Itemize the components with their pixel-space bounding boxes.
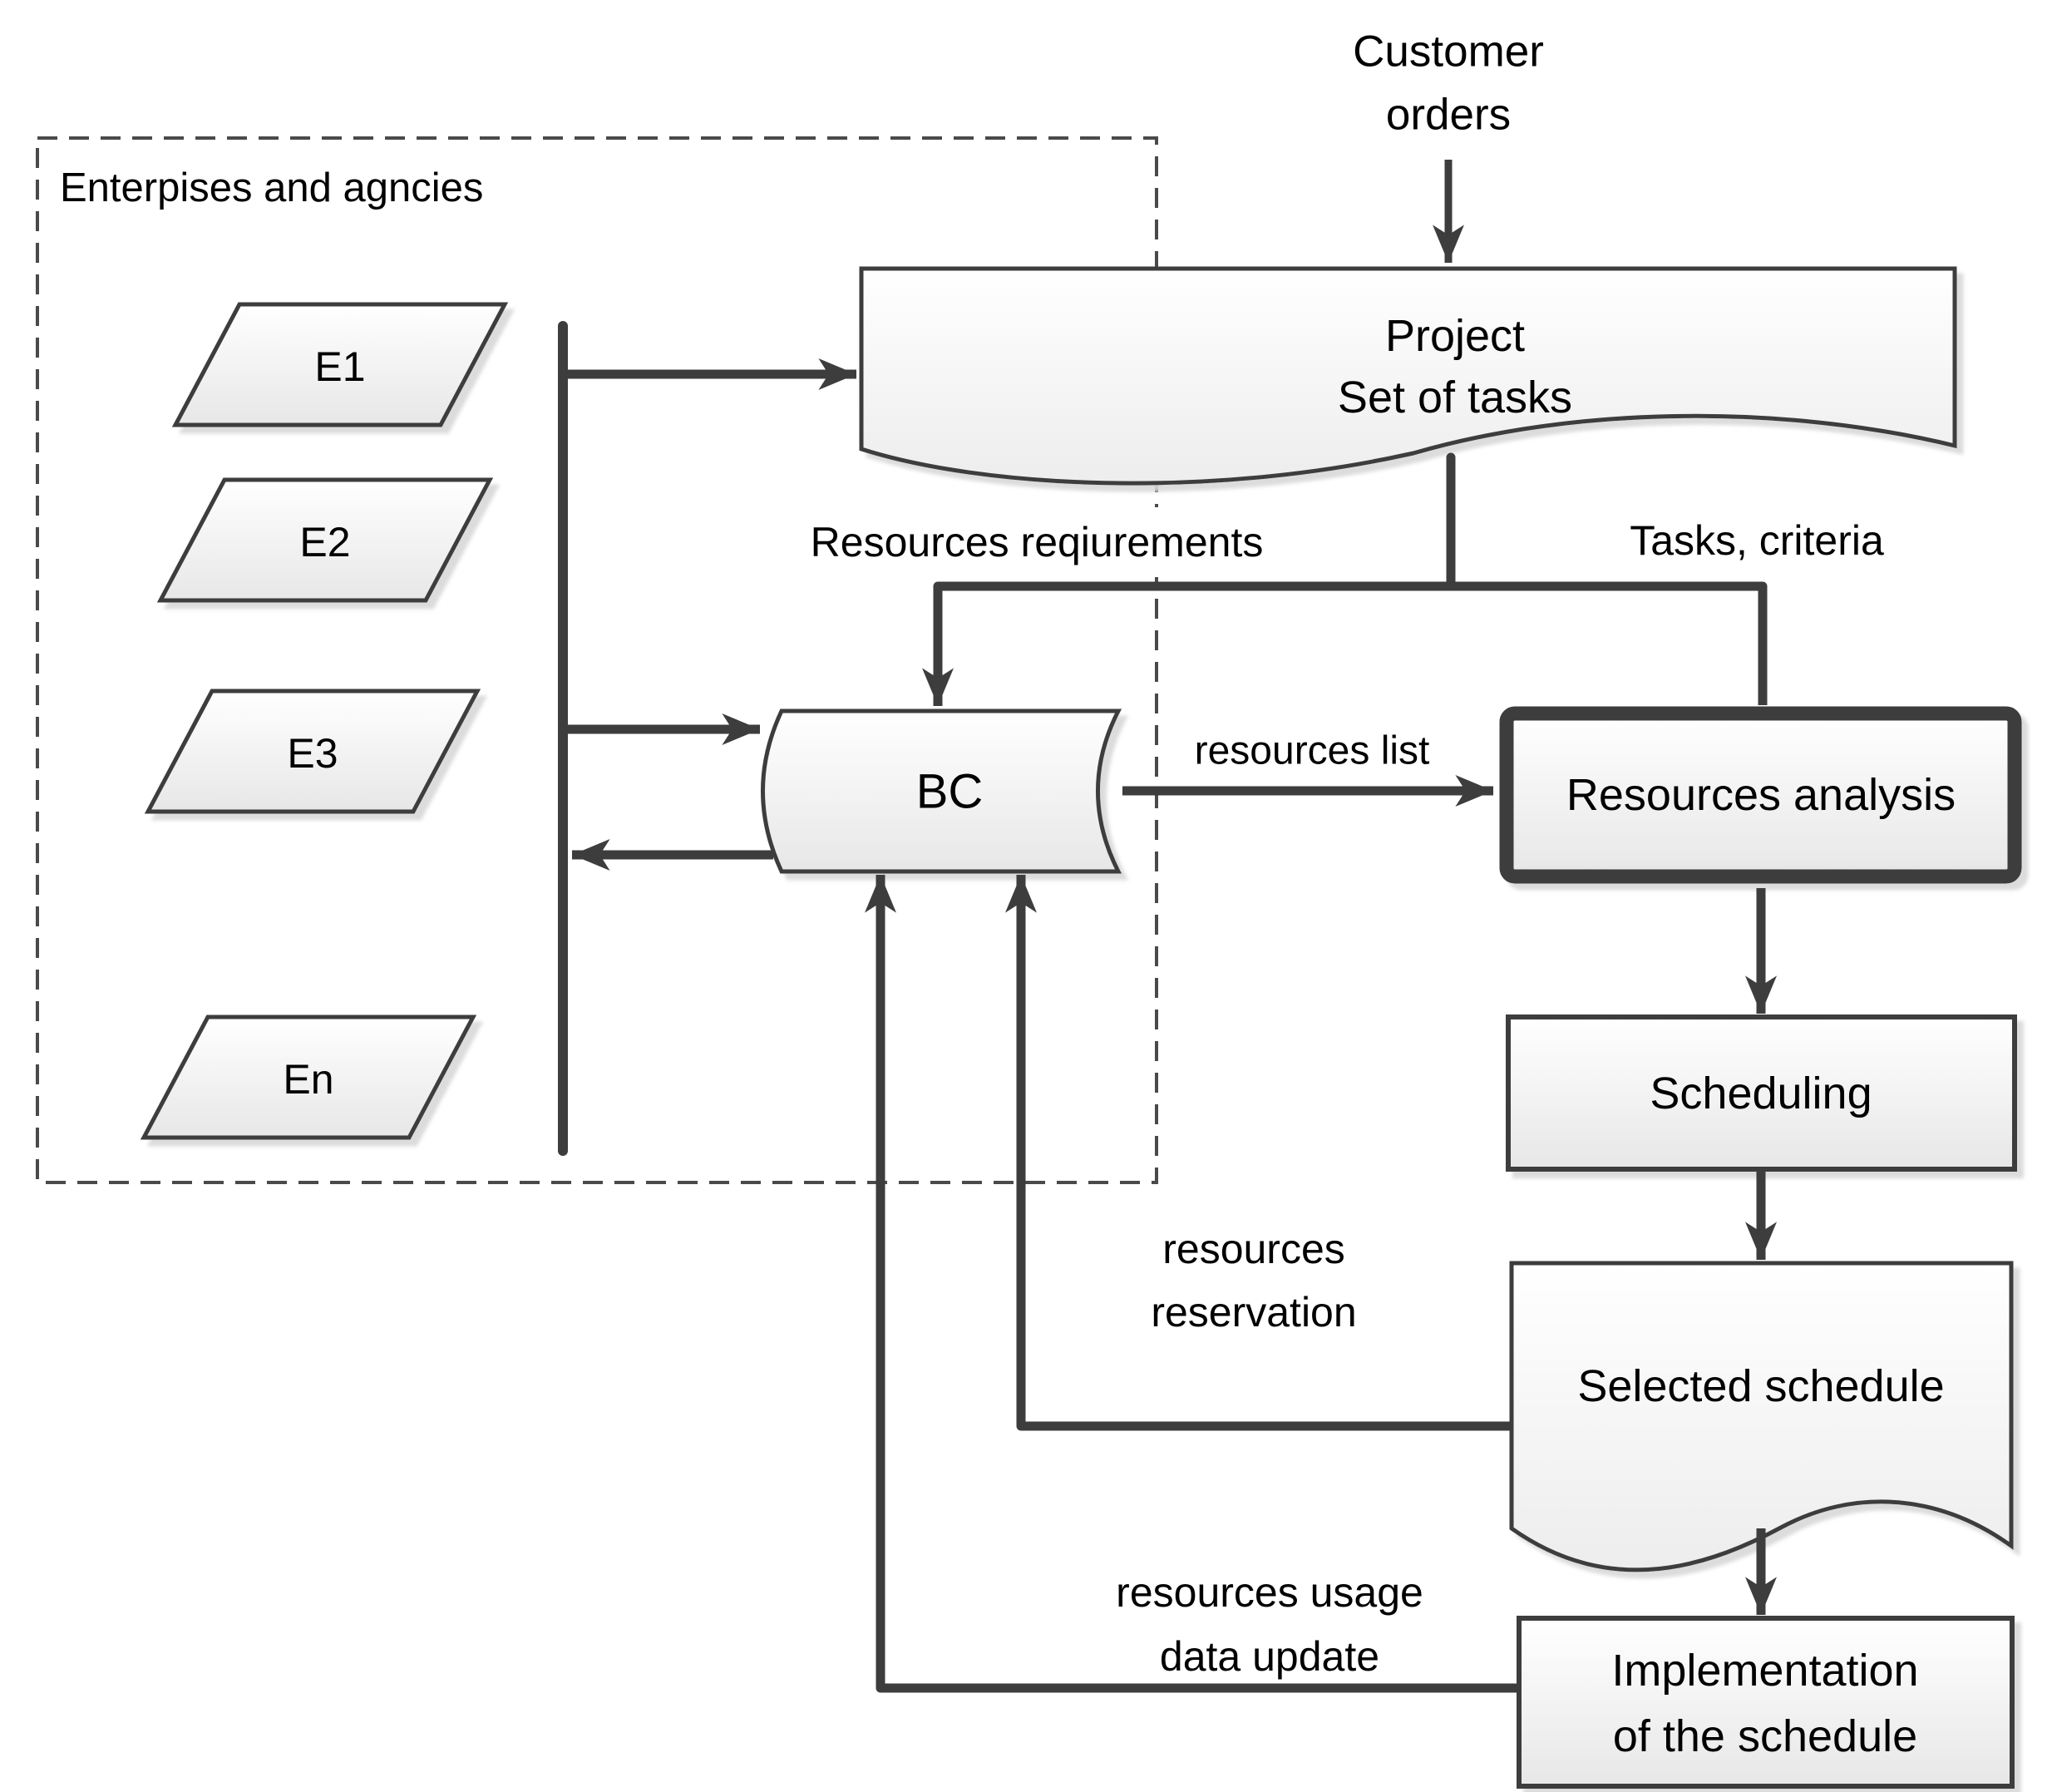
bc-label: BC: [916, 765, 984, 819]
enterprise-node-e2: [156, 477, 494, 603]
enterprise-label-e3: E3: [287, 730, 338, 777]
resources-analysis-box: [1499, 706, 2022, 884]
enterprise-shape-e3: [144, 689, 481, 814]
selected-schedule-document-shape: [1509, 1261, 2014, 1572]
scheduling-box: [1506, 1014, 2017, 1172]
scheduling-label: Scheduling: [1650, 1069, 1872, 1118]
resources-usage-label-line2: data update: [1160, 1633, 1379, 1680]
bc-stored-data-shape: [761, 708, 1122, 874]
resources-requirements-label: Resources reqiurements: [811, 519, 1264, 565]
scheduling-node: [1506, 1014, 2017, 1172]
reservation-feedback-arrow: [1005, 875, 1512, 1431]
resources-usage-label-line1: resources usage: [1116, 1569, 1423, 1616]
resources-reservation-label-line1: resources: [1162, 1226, 1345, 1272]
project-node: [859, 266, 1957, 486]
customer-orders-label-line1: Customer: [1353, 27, 1544, 77]
enterprises-group-label: Enterpises and agncies: [60, 165, 483, 210]
enterprises-group-box: [36, 136, 1158, 1184]
enterprise-shape-e1: [171, 302, 509, 427]
enterprise-node-e3: [144, 689, 481, 814]
project-document-shape: [859, 266, 1957, 486]
resources-reservation-label-line2: reservation: [1151, 1289, 1356, 1335]
implementation-label-line2: of the schedule: [1613, 1711, 1917, 1761]
implementation-node: [1517, 1616, 2015, 1789]
usage-update-feedback-arrow: [865, 875, 1519, 1693]
tasks-criteria-label: Tasks, criteria: [1630, 517, 1884, 564]
enterprise-label-en: En: [283, 1056, 333, 1103]
enterprise-shape-e2: [156, 477, 494, 603]
resources-analysis-label: Resources analysis: [1566, 770, 1956, 820]
bc-node: [761, 708, 1122, 874]
enterprise-shape-en: [140, 1014, 477, 1140]
enterprise-label-e2: E2: [299, 519, 350, 565]
project-label-line1: Project: [1385, 311, 1525, 361]
enterprise-node-en: [140, 1014, 477, 1140]
resources-analysis-node: [1499, 706, 2022, 884]
customer-orders-label-line2: orders: [1386, 91, 1511, 140]
enterprise-node-e1: [171, 302, 509, 427]
project-label-line2: Set of tasks: [1338, 373, 1572, 422]
implementation-label-line1: Implementation: [1611, 1646, 1918, 1696]
implementation-box: [1517, 1616, 2015, 1789]
selected-schedule-label: Selected schedule: [1577, 1361, 1944, 1411]
enterprise-label-e1: E1: [314, 343, 365, 390]
selected-schedule-node: [1509, 1261, 2014, 1572]
requirements-label-backdrop: [748, 507, 1330, 577]
resources-list-label: resources list: [1195, 729, 1430, 773]
